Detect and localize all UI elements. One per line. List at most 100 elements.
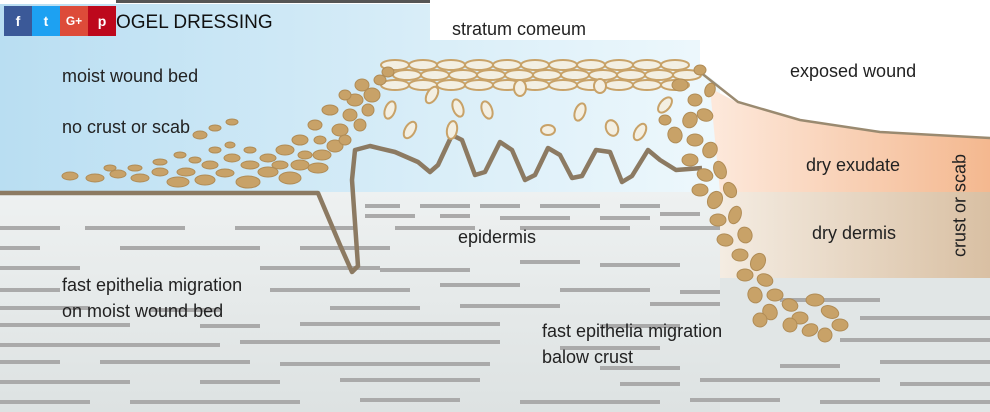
label-stratum: stratum comeum bbox=[452, 19, 587, 39]
cell bbox=[321, 104, 339, 116]
cell bbox=[576, 59, 606, 71]
cell bbox=[353, 118, 367, 132]
cell bbox=[291, 134, 309, 146]
cell bbox=[290, 159, 310, 171]
cell bbox=[686, 133, 704, 147]
cell bbox=[682, 111, 698, 129]
cell bbox=[616, 69, 646, 81]
cell bbox=[338, 89, 352, 101]
cell bbox=[704, 82, 716, 98]
cell bbox=[445, 120, 459, 140]
cell bbox=[658, 114, 672, 126]
cell bbox=[109, 169, 127, 179]
cell bbox=[752, 312, 768, 328]
cell bbox=[713, 160, 727, 180]
cell bbox=[831, 318, 849, 332]
cell bbox=[492, 59, 522, 71]
cell bbox=[420, 69, 450, 81]
cell bbox=[243, 146, 257, 154]
cell bbox=[275, 144, 295, 156]
exposed-wound-surface bbox=[699, 71, 990, 140]
cell bbox=[312, 149, 332, 161]
label-epidermis: epidermis bbox=[458, 227, 537, 247]
label-dry-exudate: dry exudate bbox=[806, 155, 901, 175]
pinterest-icon[interactable]: p bbox=[88, 6, 116, 36]
google-plus-icon[interactable]: G+ bbox=[60, 6, 88, 36]
cell bbox=[513, 79, 527, 97]
cell bbox=[548, 79, 578, 91]
cell bbox=[436, 59, 466, 71]
cell bbox=[307, 119, 323, 131]
cell bbox=[61, 171, 79, 181]
twitter-icon[interactable]: t bbox=[32, 6, 60, 36]
cell bbox=[548, 59, 578, 71]
cell bbox=[383, 100, 397, 120]
cell bbox=[331, 123, 349, 137]
cell bbox=[731, 248, 749, 262]
cell bbox=[644, 69, 674, 81]
cell bbox=[326, 139, 344, 153]
cell bbox=[736, 268, 754, 282]
cell bbox=[297, 150, 313, 160]
cell bbox=[737, 226, 753, 244]
label-moist-wound-bed: moist wound bed bbox=[62, 66, 199, 86]
cell bbox=[166, 176, 190, 188]
cell bbox=[361, 103, 375, 117]
cell bbox=[632, 122, 648, 142]
cell bbox=[223, 153, 241, 163]
cell bbox=[402, 120, 418, 140]
cell bbox=[130, 173, 150, 183]
cell bbox=[691, 183, 709, 197]
cell bbox=[722, 181, 738, 199]
cell bbox=[201, 160, 219, 170]
cell-cluster bbox=[61, 59, 849, 343]
page-title: OGEL DRESSING bbox=[116, 12, 273, 33]
cell bbox=[593, 78, 607, 94]
cell bbox=[381, 66, 395, 78]
cell bbox=[657, 96, 673, 114]
cell bbox=[173, 151, 187, 159]
label-fast-moist-2: on moist wound bed bbox=[62, 301, 224, 321]
cell bbox=[151, 167, 169, 177]
cell bbox=[728, 205, 742, 225]
cell bbox=[480, 100, 494, 120]
cell bbox=[756, 273, 774, 287]
label-dry-dermis: dry dermis bbox=[812, 223, 897, 243]
cell bbox=[408, 59, 438, 71]
cell bbox=[215, 168, 235, 178]
facebook-icon[interactable]: f bbox=[4, 6, 32, 36]
cell bbox=[709, 213, 727, 227]
cell bbox=[706, 190, 724, 210]
cell bbox=[560, 69, 590, 81]
cell bbox=[817, 327, 833, 343]
cell bbox=[464, 59, 494, 71]
cell bbox=[476, 69, 506, 81]
cell bbox=[436, 79, 466, 91]
cell bbox=[192, 130, 208, 140]
cell bbox=[259, 153, 277, 163]
cell bbox=[342, 108, 358, 122]
cell bbox=[307, 162, 329, 174]
cell bbox=[194, 174, 216, 186]
cell bbox=[696, 168, 714, 182]
cell bbox=[271, 160, 289, 170]
cell bbox=[313, 135, 327, 145]
epidermis-outline bbox=[0, 132, 703, 275]
cell bbox=[632, 59, 662, 71]
cell bbox=[208, 124, 222, 132]
label-fast-crust-2: balow crust bbox=[542, 347, 634, 367]
cell bbox=[702, 141, 718, 159]
cell bbox=[573, 102, 587, 122]
cell bbox=[604, 119, 620, 137]
cell bbox=[392, 69, 422, 81]
label-crust-or-scab: crust or scab bbox=[949, 153, 970, 258]
cell bbox=[766, 288, 784, 302]
cell bbox=[424, 85, 440, 105]
cell bbox=[338, 134, 352, 146]
share-bar: f t G+ p bbox=[4, 6, 116, 36]
cell bbox=[235, 175, 261, 189]
dry-exudate-region bbox=[710, 88, 990, 192]
label-fast-moist-1: fast epithelia migration bbox=[62, 275, 243, 295]
dermis-lines bbox=[0, 204, 990, 404]
